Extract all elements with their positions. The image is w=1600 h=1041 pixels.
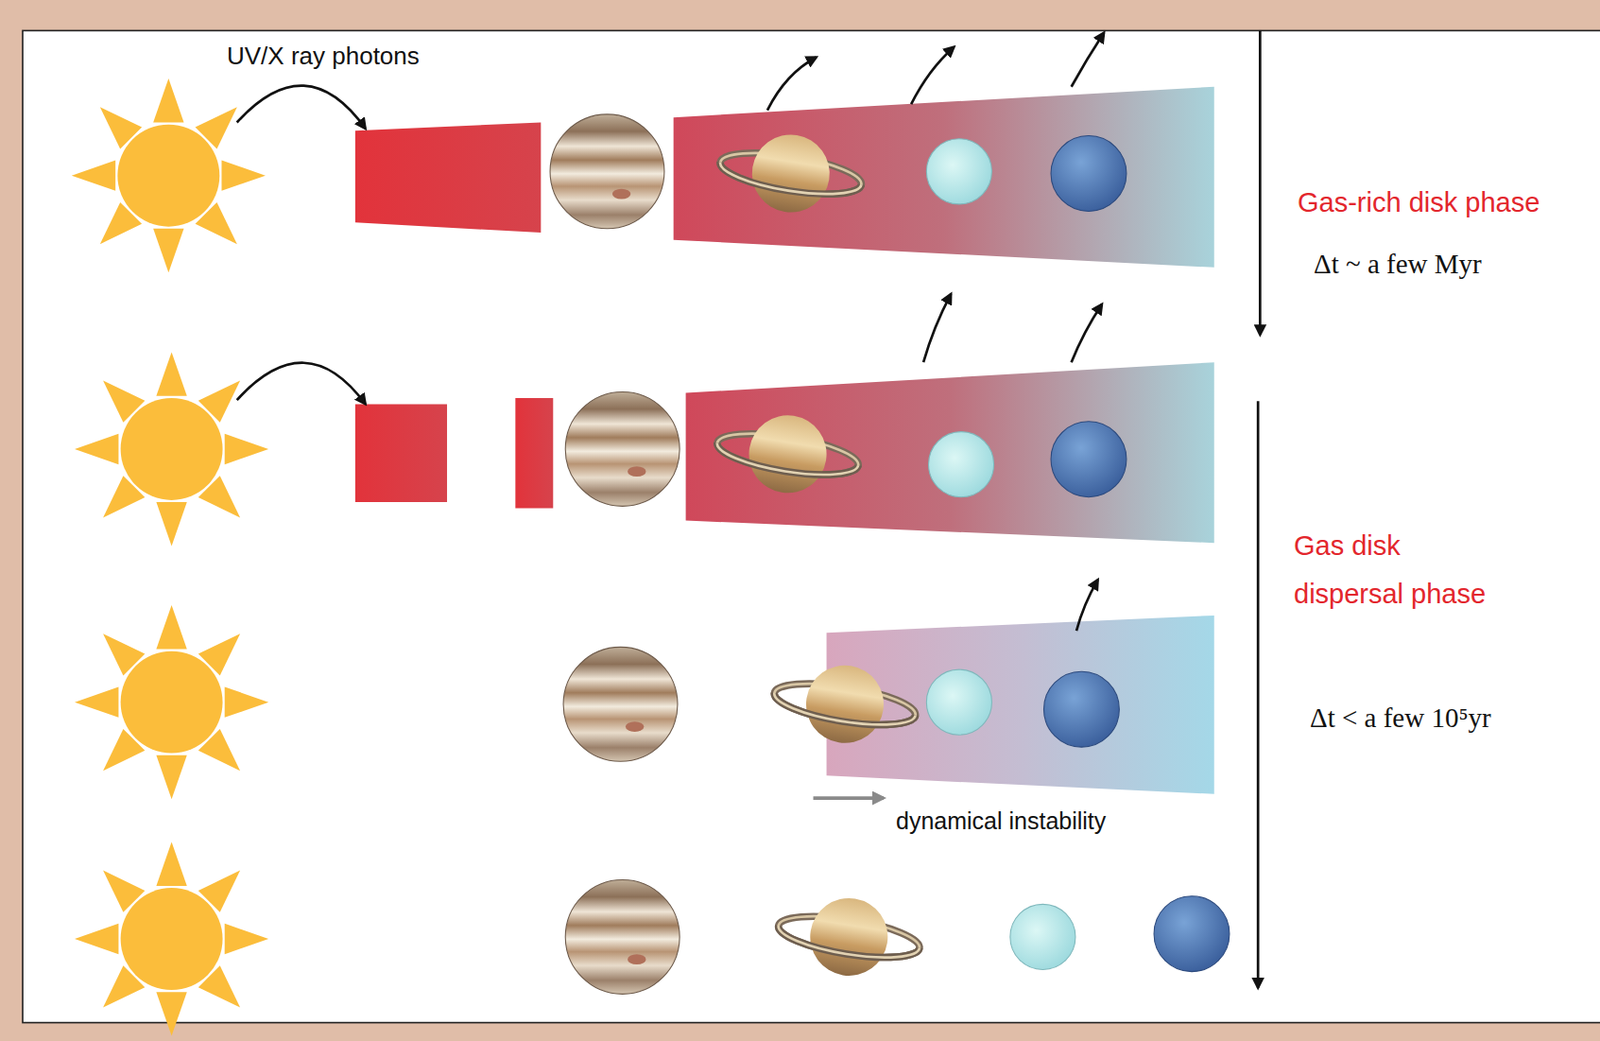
- uranus: [929, 431, 995, 498]
- saturn: [711, 404, 865, 504]
- duration-label: Δt ~ a few Myr: [1313, 247, 1482, 281]
- gas-disk: [355, 403, 448, 502]
- gas-disk: [355, 122, 541, 234]
- sun-ray: [155, 842, 187, 886]
- sun-ray: [153, 228, 184, 273]
- saturn-body: [804, 892, 894, 981]
- great-red-spot: [627, 953, 646, 964]
- saturn-body: [800, 659, 890, 749]
- disk-bands: [355, 86, 1215, 794]
- sun-ray: [224, 686, 269, 717]
- neptune: [1043, 670, 1119, 747]
- sun-ray: [74, 923, 119, 954]
- jupiter-body: [550, 114, 665, 229]
- great-red-spot: [625, 721, 644, 732]
- sun: [71, 78, 266, 273]
- outflow-arrow: [1071, 304, 1102, 363]
- time-arrow: [1256, 400, 1260, 988]
- neptune: [1153, 895, 1230, 972]
- bodies: [71, 78, 1230, 1035]
- saturn-ring-front: [714, 443, 859, 483]
- sun-ray: [74, 433, 119, 465]
- uranus: [926, 669, 992, 735]
- jupiter-body: [565, 391, 680, 506]
- sun-ray: [155, 501, 187, 546]
- sun-ray: [74, 686, 119, 717]
- saturn-ring-front: [771, 692, 915, 733]
- duration-label: Δt < a few 10⁵yr: [1309, 701, 1492, 735]
- saturn-ring-front: [717, 162, 861, 203]
- saturn: [768, 653, 922, 754]
- jupiter: [550, 114, 665, 229]
- sun-ray: [221, 159, 265, 190]
- outflow-arrow: [1071, 33, 1105, 87]
- saturn-body: [746, 129, 836, 219]
- sun: [74, 604, 269, 799]
- gas-disk: [686, 361, 1215, 543]
- phase-label: Gas disk dispersal phase: [1293, 521, 1516, 619]
- uranus: [1010, 903, 1076, 969]
- sun-disk: [120, 651, 224, 754]
- phase-label: Gas-rich disk phase: [1297, 186, 1540, 220]
- sun-disk: [117, 124, 220, 227]
- photon-label: UV/X ray photons: [226, 41, 420, 71]
- saturn: [772, 887, 926, 987]
- photon-arrow: [237, 86, 366, 129]
- outflow-arrow: [1076, 579, 1099, 631]
- gas-disk: [826, 615, 1215, 794]
- saturn-ring-front: [717, 162, 861, 203]
- saturn-ring-front: [714, 443, 859, 483]
- great-red-spot: [612, 189, 631, 200]
- sun-ray: [71, 159, 116, 190]
- jupiter: [563, 646, 678, 761]
- outflow-arrow: [923, 293, 951, 362]
- neptune: [1050, 421, 1127, 498]
- outflow-arrow: [911, 47, 954, 104]
- saturn: [714, 123, 868, 224]
- saturn-body: [743, 409, 833, 499]
- sun-disk: [120, 887, 224, 990]
- saturn-ring-front: [775, 925, 920, 965]
- sun-ray: [153, 78, 184, 122]
- sun-ray: [155, 351, 187, 396]
- sun-disk: [120, 397, 224, 500]
- great-red-spot: [627, 465, 646, 477]
- sun: [74, 351, 269, 546]
- gas-disk: [673, 86, 1215, 268]
- instability-arrow: [813, 795, 884, 800]
- time-arrow: [1258, 30, 1262, 335]
- jupiter-body: [563, 646, 678, 761]
- panel: [22, 30, 1600, 1022]
- neptune: [1050, 136, 1127, 212]
- uranus: [926, 138, 992, 205]
- jupiter-body: [565, 878, 680, 994]
- sun: [74, 842, 269, 1036]
- sun-ray: [224, 923, 269, 954]
- process-label: dynamical instability: [895, 806, 1106, 835]
- photon-arrow: [237, 362, 366, 405]
- arrows: [237, 30, 1261, 987]
- saturn-ring-front: [771, 692, 915, 733]
- sun-ray: [155, 991, 187, 1035]
- sun-ray: [155, 755, 187, 799]
- saturn-ring-front: [775, 925, 920, 965]
- jupiter: [565, 391, 680, 506]
- gas-disk: [515, 397, 553, 509]
- sun-ray: [224, 433, 269, 465]
- jupiter: [565, 878, 680, 994]
- outflow-arrow: [767, 56, 817, 110]
- sun-ray: [155, 604, 187, 649]
